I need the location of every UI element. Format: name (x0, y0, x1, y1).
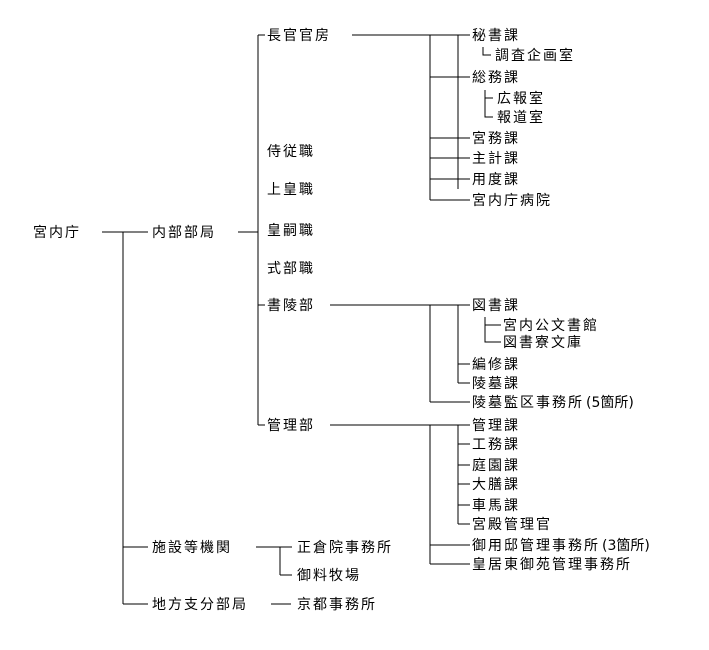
inner-bureau-label: 内部部局 (152, 225, 216, 241)
chokan-kanbo-label: 長官官房 (267, 28, 331, 44)
shukei-ka-label: 主計課 (472, 151, 520, 167)
tosho-ka-label: 図書課 (472, 298, 520, 314)
shikibu-shoku-label: 式部職 (267, 261, 315, 277)
root-label: 宮内庁 (33, 225, 81, 241)
kyoto-office-label: 京都事務所 (297, 597, 377, 613)
regional-bureau-label: 地方支分部局 (152, 597, 248, 613)
facilities-label: 施設等機関 (152, 539, 232, 556)
goyotei-office-count: (3箇所) (602, 537, 650, 554)
ryobo-ka-label: 陵墓課 (472, 376, 520, 392)
shosoin-office-label: 正倉院事務所 (297, 540, 393, 556)
ryobo-office-label: 陵墓監区事務所(5箇所) (472, 394, 634, 411)
koho-shitsu-label: 広報室 (497, 90, 545, 107)
somu-ka-label: 総務課 (472, 70, 520, 86)
hospital-label: 宮内庁病院 (472, 193, 552, 209)
yodo-ka-label: 用度課 (472, 172, 520, 188)
komu-ka-label: 工務課 (472, 437, 520, 453)
daizen-ka-label: 大膳課 (472, 477, 520, 493)
ryobo-office-name: 陵墓監区事務所 (472, 394, 584, 411)
archives-label: 宮内公文書館 (503, 317, 599, 334)
hodo-shitsu-label: 報道室 (497, 109, 545, 126)
kanri-ka-label: 管理課 (472, 418, 520, 434)
kyuden-kanrikan-label: 宮殿管理官 (472, 517, 552, 533)
goyotei-office-label: 御用邸管理事務所(3箇所) (472, 537, 650, 554)
teien-ka-label: 庭園課 (472, 457, 520, 474)
higashi-gyoen-office-label: 皇居東御苑管理事務所 (472, 557, 632, 573)
jokou-shoku-label: 上皇職 (267, 182, 315, 198)
goryo-bokujo-label: 御料牧場 (297, 568, 361, 584)
ryobo-office-count: (5箇所) (586, 394, 634, 411)
hensyu-ka-label: 編修課 (472, 357, 520, 373)
hisho-ka-label: 秘書課 (472, 28, 520, 44)
chosa-kikaku-label: 調査企画室 (495, 47, 575, 64)
connector-lines (102, 34, 501, 605)
jiju-shoku-label: 侍従職 (267, 144, 315, 160)
shoryobu-label: 書陵部 (267, 298, 315, 314)
kunai-kumu-ka-label: 宮務課 (472, 131, 520, 147)
goyotei-office-name: 御用邸管理事務所 (472, 538, 600, 554)
toshoryo-label: 図書寮文庫 (503, 334, 583, 351)
koushi-shoku-label: 皇嗣職 (267, 223, 315, 239)
shaba-ka-label: 車馬課 (472, 497, 520, 514)
kanribu-label: 管理部 (267, 418, 315, 434)
